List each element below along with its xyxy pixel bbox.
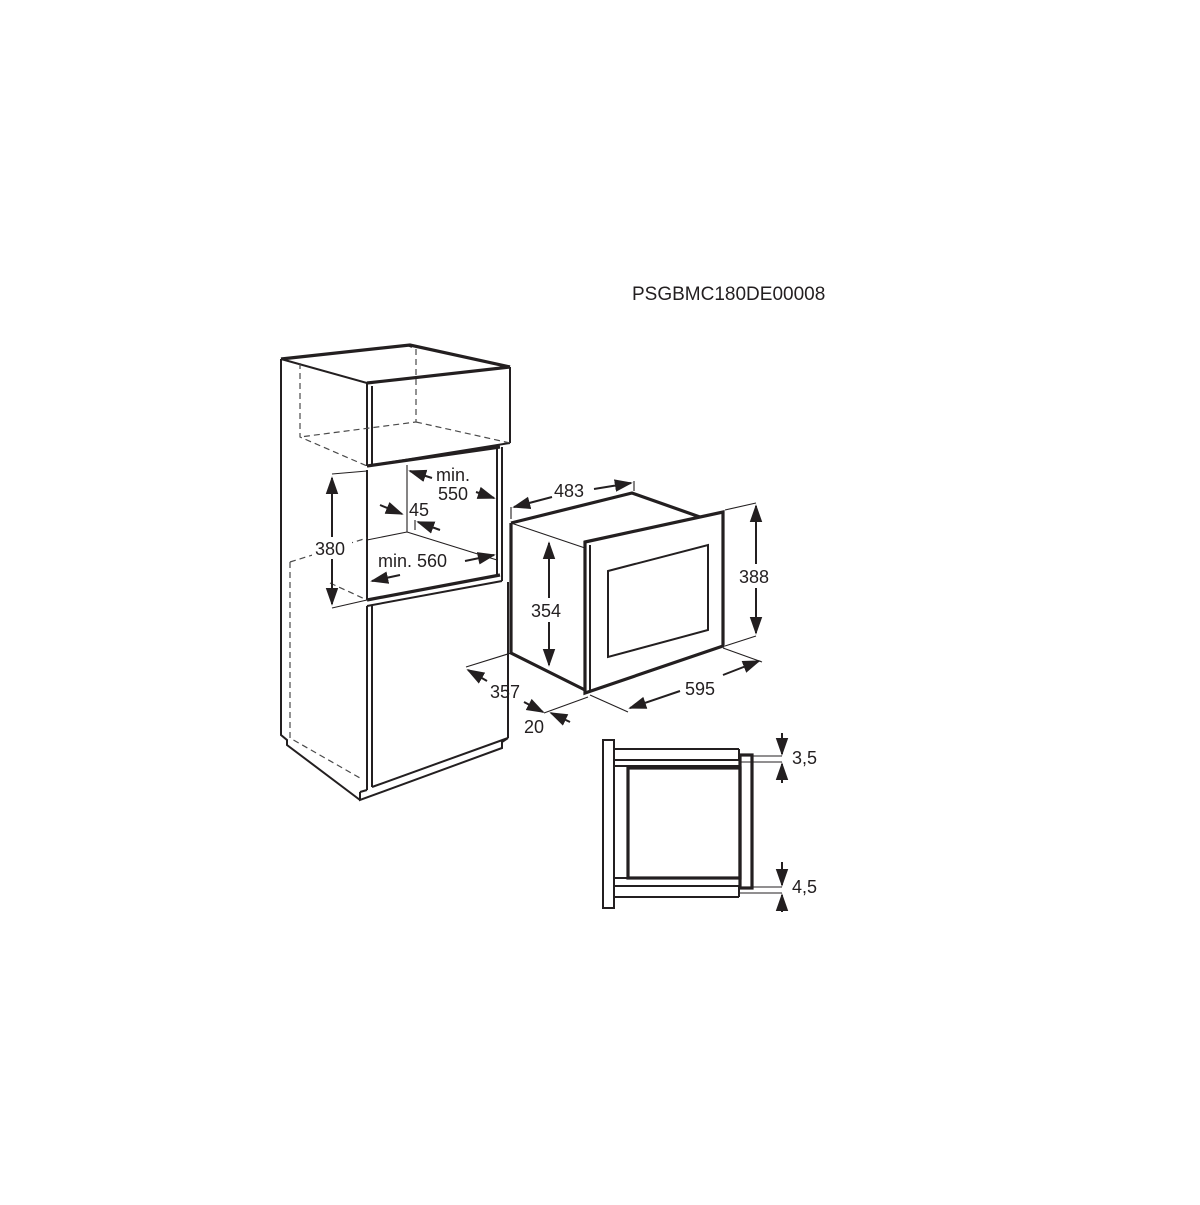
frame-depth-label: 20 (524, 717, 544, 737)
niche-width-label: min. 560 (378, 551, 447, 571)
appliance-dimensions: 483 354 388 595 357 20 (465, 479, 778, 738)
cabinet-dimensions: 380 min. 550 45 min. 560 (312, 465, 496, 609)
drawing-code: PSGBMC180DE00008 (632, 284, 825, 305)
side-section-detail: 3,5 4,5 (602, 733, 817, 912)
built-in-microwave (509, 491, 725, 696)
niche-depth-min-label: min. (436, 465, 470, 485)
niche-depth-value-label: 550 (438, 484, 468, 504)
vent-gap-label: 45 (409, 500, 429, 520)
top-offset-label: 3,5 (792, 748, 817, 768)
bottom-offset-label: 4,5 (792, 877, 817, 897)
appliance-width-label: 595 (685, 679, 715, 699)
niche-height-label: 380 (315, 539, 345, 559)
tall-cabinet (280, 343, 511, 802)
body-height-label: 354 (531, 601, 561, 621)
total-height-label: 388 (739, 567, 769, 587)
appliance-depth-label: 483 (554, 481, 584, 501)
body-depth-label: 357 (490, 682, 520, 702)
